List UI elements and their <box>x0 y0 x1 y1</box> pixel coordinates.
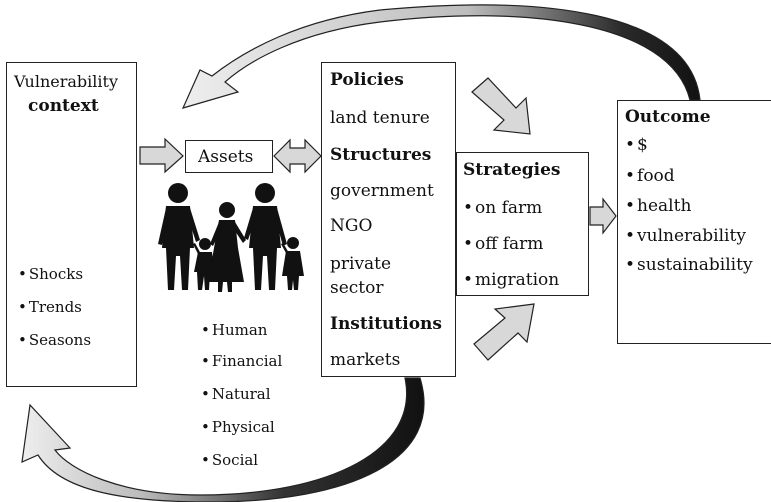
top-feedback-arrow <box>181 4 701 109</box>
bottom-feedback-arrow <box>21 377 425 502</box>
arrow-vulnerability-to-assets <box>139 137 184 174</box>
strategies-heading: Strategies <box>463 160 561 180</box>
outcome-item-label: $ <box>637 135 648 155</box>
strategy-item-off-farm: off farm <box>463 234 543 254</box>
structures-heading: Structures <box>330 145 432 165</box>
institutions-markets: markets <box>330 350 401 370</box>
vulnerability-item-seasons: Seasons <box>18 330 91 350</box>
structures-ngo: NGO <box>330 216 373 236</box>
vulnerability-item-trends: Trends <box>18 297 82 317</box>
outcome-item-sustainability: sustainability <box>625 255 753 275</box>
vulnerability-item-shocks: Shocks <box>18 264 83 284</box>
policies-land-tenure: land tenure <box>330 108 430 128</box>
strategy-item-label: off farm <box>475 234 544 254</box>
arrow-into-strategies-top <box>471 77 531 135</box>
vulnerability-item-label: Trends <box>28 298 82 316</box>
asset-item-label: Physical <box>211 418 275 436</box>
strategy-item-label: migration <box>475 270 560 290</box>
asset-item-social: Social <box>201 450 258 470</box>
vulnerability-title-line1: Vulnerability <box>14 72 118 91</box>
asset-item-financial: Financial <box>201 351 282 371</box>
vulnerability-item-label: Shocks <box>28 265 84 283</box>
asset-item-label: Human <box>211 321 268 339</box>
structures-private-line1: private <box>330 254 392 274</box>
strategy-item-on-farm: on farm <box>463 198 542 218</box>
structures-government: government <box>330 181 434 201</box>
outcome-item-dollar: $ <box>625 135 648 155</box>
assets-box <box>185 140 273 173</box>
asset-item-label: Social <box>211 451 259 469</box>
structures-private-line2: sector <box>330 278 384 298</box>
outcome-item-health: health <box>625 196 691 216</box>
institutions-heading: Institutions <box>330 314 442 334</box>
asset-item-label: Natural <box>211 385 271 403</box>
strategy-item-label: on farm <box>475 198 543 218</box>
asset-item-human: Human <box>201 320 268 340</box>
asset-item-label: Financial <box>211 352 283 370</box>
outcome-item-food: food <box>625 166 675 186</box>
arrow-strategies-to-outcome <box>589 197 617 235</box>
policies-structures-box <box>321 62 456 377</box>
assets-label: Assets <box>198 147 254 167</box>
arrow-assets-policies-double <box>273 138 322 174</box>
asset-item-physical: Physical <box>201 417 275 437</box>
outcome-item-label: health <box>637 196 692 216</box>
vulnerability-item-label: Seasons <box>28 331 92 349</box>
outcome-item-label: food <box>637 166 675 186</box>
outcome-heading: Outcome <box>625 107 711 127</box>
vulnerability-title-line2: context <box>28 96 99 116</box>
asset-item-natural: Natural <box>201 384 271 404</box>
strategy-item-migration: migration <box>463 270 559 290</box>
policies-heading: Policies <box>330 70 404 90</box>
outcome-item-label: sustainability <box>637 255 753 275</box>
arrow-into-strategies-bottom <box>473 303 535 361</box>
family-people-icon <box>158 183 304 292</box>
outcome-item-label: vulnerability <box>637 226 746 246</box>
outcome-item-vulnerability: vulnerability <box>625 226 746 246</box>
